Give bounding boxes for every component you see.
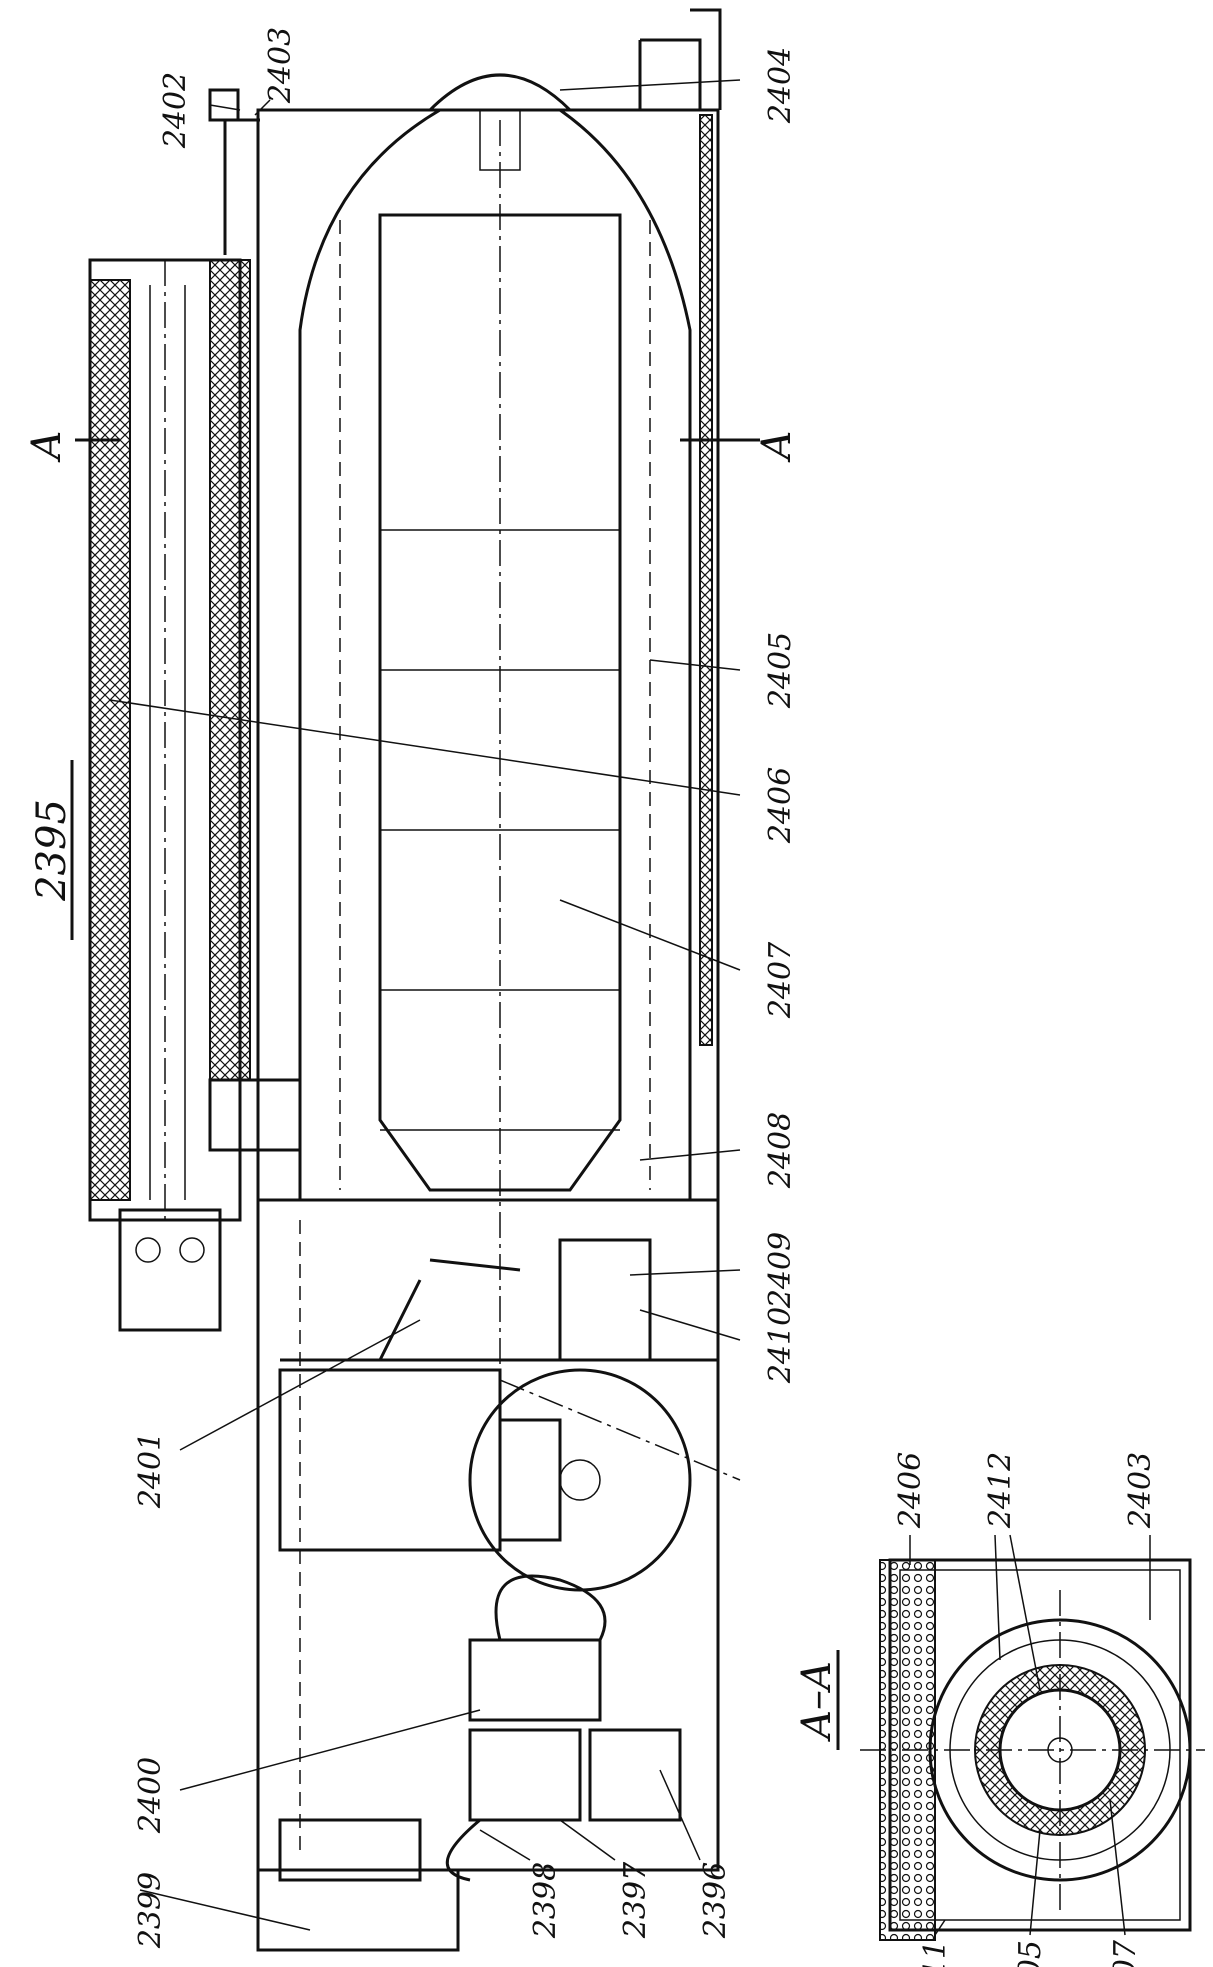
radiator-end-bracket bbox=[118, 1208, 222, 1332]
control-box bbox=[588, 1728, 682, 1822]
section-leaders bbox=[909, 1534, 1151, 1936]
exhaust-flange bbox=[256, 1868, 460, 1952]
burner-dome bbox=[428, 73, 572, 112]
flex-hose bbox=[494, 1574, 607, 1641]
inlet-valve bbox=[278, 1818, 422, 1882]
tank bbox=[278, 1368, 502, 1552]
section-callout-2405: 2405 bbox=[1013, 1940, 1048, 1967]
section-callout-2403: 2403 bbox=[1123, 1452, 1158, 1529]
callouts: 2402 2403 2404 2405 2406 2407 2408 2409 … bbox=[133, 27, 798, 1949]
outer-water-jacket bbox=[699, 114, 713, 1046]
radiator-top-pipe bbox=[223, 118, 260, 255]
figure-labels: 2395 A A A–A bbox=[24, 431, 840, 1750]
flex-hose-lower bbox=[445, 1818, 481, 1882]
callout-2405: 2405 bbox=[763, 632, 798, 709]
callout-2400: 2400 bbox=[133, 1757, 168, 1834]
section-callout-2406: 2406 bbox=[893, 1452, 928, 1529]
callout-2407: 2407 bbox=[763, 941, 798, 1019]
fan-wheel bbox=[468, 1368, 692, 1592]
top-flange bbox=[690, 8, 722, 110]
callout-2404: 2404 bbox=[763, 47, 798, 124]
callout-2406: 2406 bbox=[763, 767, 798, 844]
figure-id-label: 2395 bbox=[29, 799, 75, 902]
callout-2401: 2401 bbox=[133, 1432, 168, 1509]
main-side-view bbox=[75, 8, 760, 1952]
callout-2398: 2398 bbox=[528, 1862, 563, 1939]
lower-axis bbox=[499, 1379, 741, 1481]
callout-2399: 2399 bbox=[133, 1872, 168, 1949]
section-callouts: 2406 2412 2403 2411 2405 2407 bbox=[893, 1452, 1158, 1967]
callout-2409: 2409 bbox=[763, 1232, 798, 1309]
section-callout-2412: 2412 bbox=[983, 1452, 1018, 1529]
callout-2403: 2403 bbox=[263, 27, 298, 104]
radiator-insulation-inner bbox=[209, 259, 251, 1081]
radiator-insulation-outer bbox=[89, 279, 131, 1201]
fuel-line bbox=[378, 1258, 521, 1361]
callout-2410: 2410 bbox=[763, 1307, 798, 1384]
pump-motor bbox=[468, 1638, 602, 1722]
section-callout-2411: 2411 bbox=[918, 1940, 953, 1967]
section-callout-2407: 2407 bbox=[1108, 1939, 1143, 1967]
leader-lines bbox=[109, 79, 741, 1931]
callout-2402: 2402 bbox=[158, 72, 193, 149]
pump-body bbox=[468, 1728, 582, 1822]
section-mark-top: A bbox=[24, 431, 70, 464]
section-mark-bottom: A bbox=[754, 431, 800, 464]
section-a-a-view bbox=[860, 1558, 1205, 1941]
combustion-chamber bbox=[378, 213, 622, 1192]
callout-2397: 2397 bbox=[618, 1861, 653, 1939]
callout-2408: 2408 bbox=[763, 1112, 798, 1189]
callout-2396: 2396 bbox=[698, 1862, 733, 1939]
radiator-coupling bbox=[208, 1078, 302, 1152]
exchanger-shell bbox=[298, 108, 692, 1202]
control-valve-block bbox=[558, 1238, 652, 1362]
section-title: A–A bbox=[794, 1661, 840, 1743]
inlet-duct bbox=[638, 38, 702, 110]
fan-motor bbox=[498, 1418, 562, 1542]
